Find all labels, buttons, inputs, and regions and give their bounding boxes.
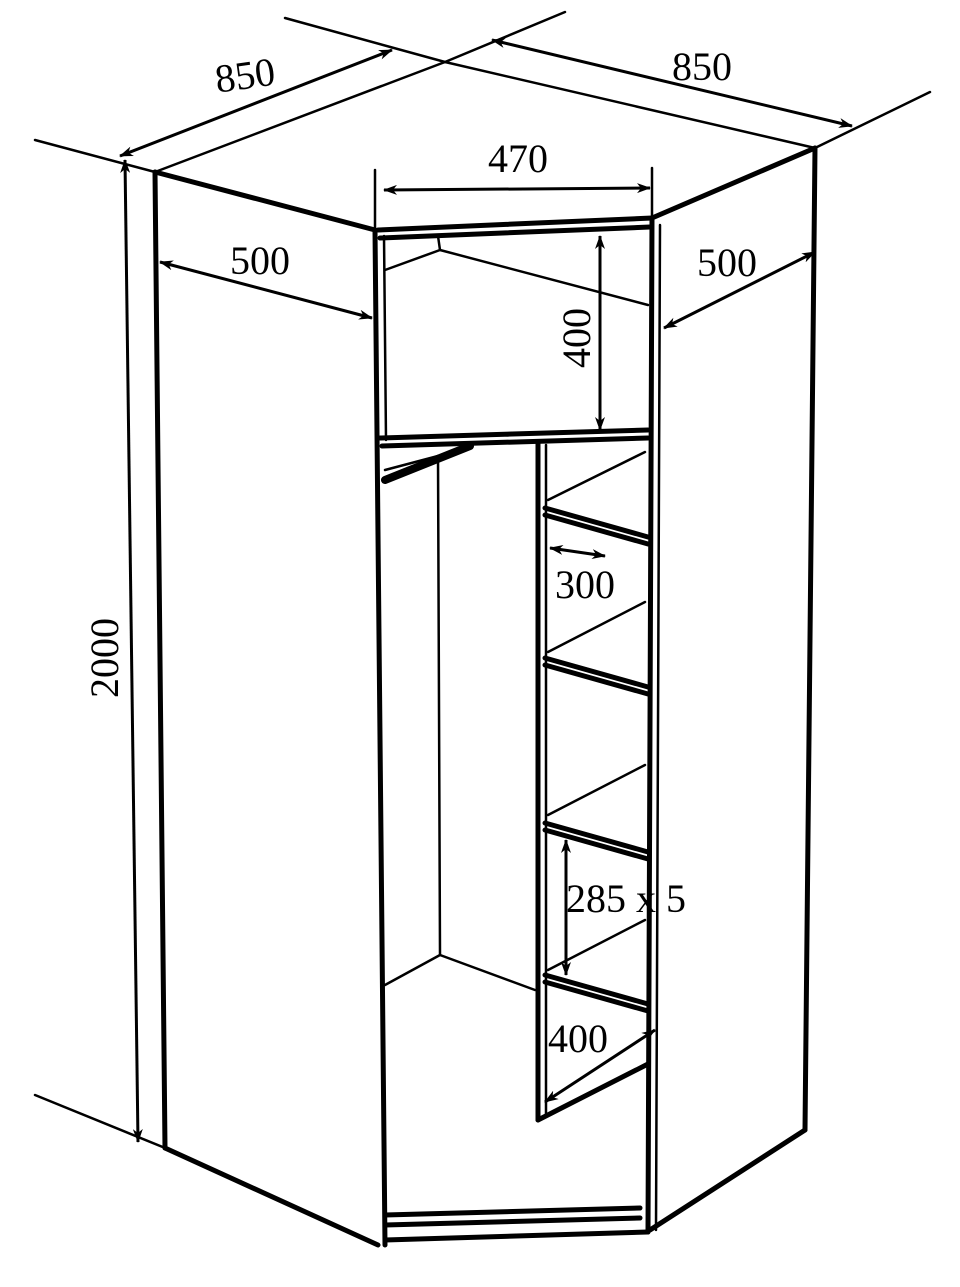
dim-opening-arrow — [383, 183, 651, 195]
shelf-2 — [542, 655, 651, 697]
dim-height-arrow — [120, 159, 143, 1143]
dim-depth-left-label: 500 — [230, 238, 290, 283]
top-compartment — [377, 234, 651, 449]
dim-shelf-depth-arrow — [549, 544, 606, 560]
hanging-rail — [381, 442, 474, 484]
dim-depth-right-arrow — [663, 250, 816, 330]
dimension-arrows — [119, 38, 853, 1143]
hanging-section — [381, 442, 537, 992]
opening-left-inner — [382, 234, 388, 442]
dim-width-left-arrow — [119, 48, 393, 158]
dim-opening-label: 470 — [488, 136, 548, 181]
shelf-column — [535, 439, 651, 1123]
opening-right-inner — [654, 223, 662, 1232]
top-right-front-edge — [649, 145, 818, 221]
base — [382, 1205, 651, 1243]
dim-width-left-label: 850 — [212, 49, 278, 102]
dim-width-right-label: 850 — [672, 44, 732, 89]
top-rail — [375, 215, 655, 241]
top-back-left-edge — [153, 60, 447, 174]
left-bottom-edge — [162, 1145, 381, 1248]
right-bottom-edge — [647, 1127, 808, 1233]
dim-height-label: 2000 — [82, 618, 127, 698]
dim-bottom-shelf-label: 400 — [548, 1016, 608, 1061]
top-shelf — [377, 427, 651, 449]
dim-shelf-depth-label: 300 — [555, 562, 615, 607]
opening-left-edge — [372, 227, 388, 1248]
extension-lines — [33, 10, 932, 1152]
dim-depth-right-label: 500 — [697, 240, 757, 285]
left-front-edge — [152, 169, 168, 1151]
bottom-shelf — [535, 1061, 651, 1123]
dim-depth-left-arrow — [159, 260, 373, 320]
right-back-edge — [802, 145, 818, 1133]
dim-width-right-arrow — [491, 38, 853, 128]
dim-top-shelf-label: 400 — [554, 308, 599, 368]
shelf-1 — [542, 505, 651, 547]
dim-shelf-spacing-label: 285 x 5 — [566, 876, 686, 921]
shelf-4 — [542, 972, 651, 1014]
shelf-3 — [542, 820, 651, 862]
dim-bottom-shelf-arrow — [544, 1028, 656, 1104]
opening-right-edge — [645, 215, 655, 1235]
top-left-front-edge — [152, 169, 378, 233]
dimension-labels: 850 850 470 500 500 400 2000 300 285 x 5… — [82, 44, 757, 1061]
